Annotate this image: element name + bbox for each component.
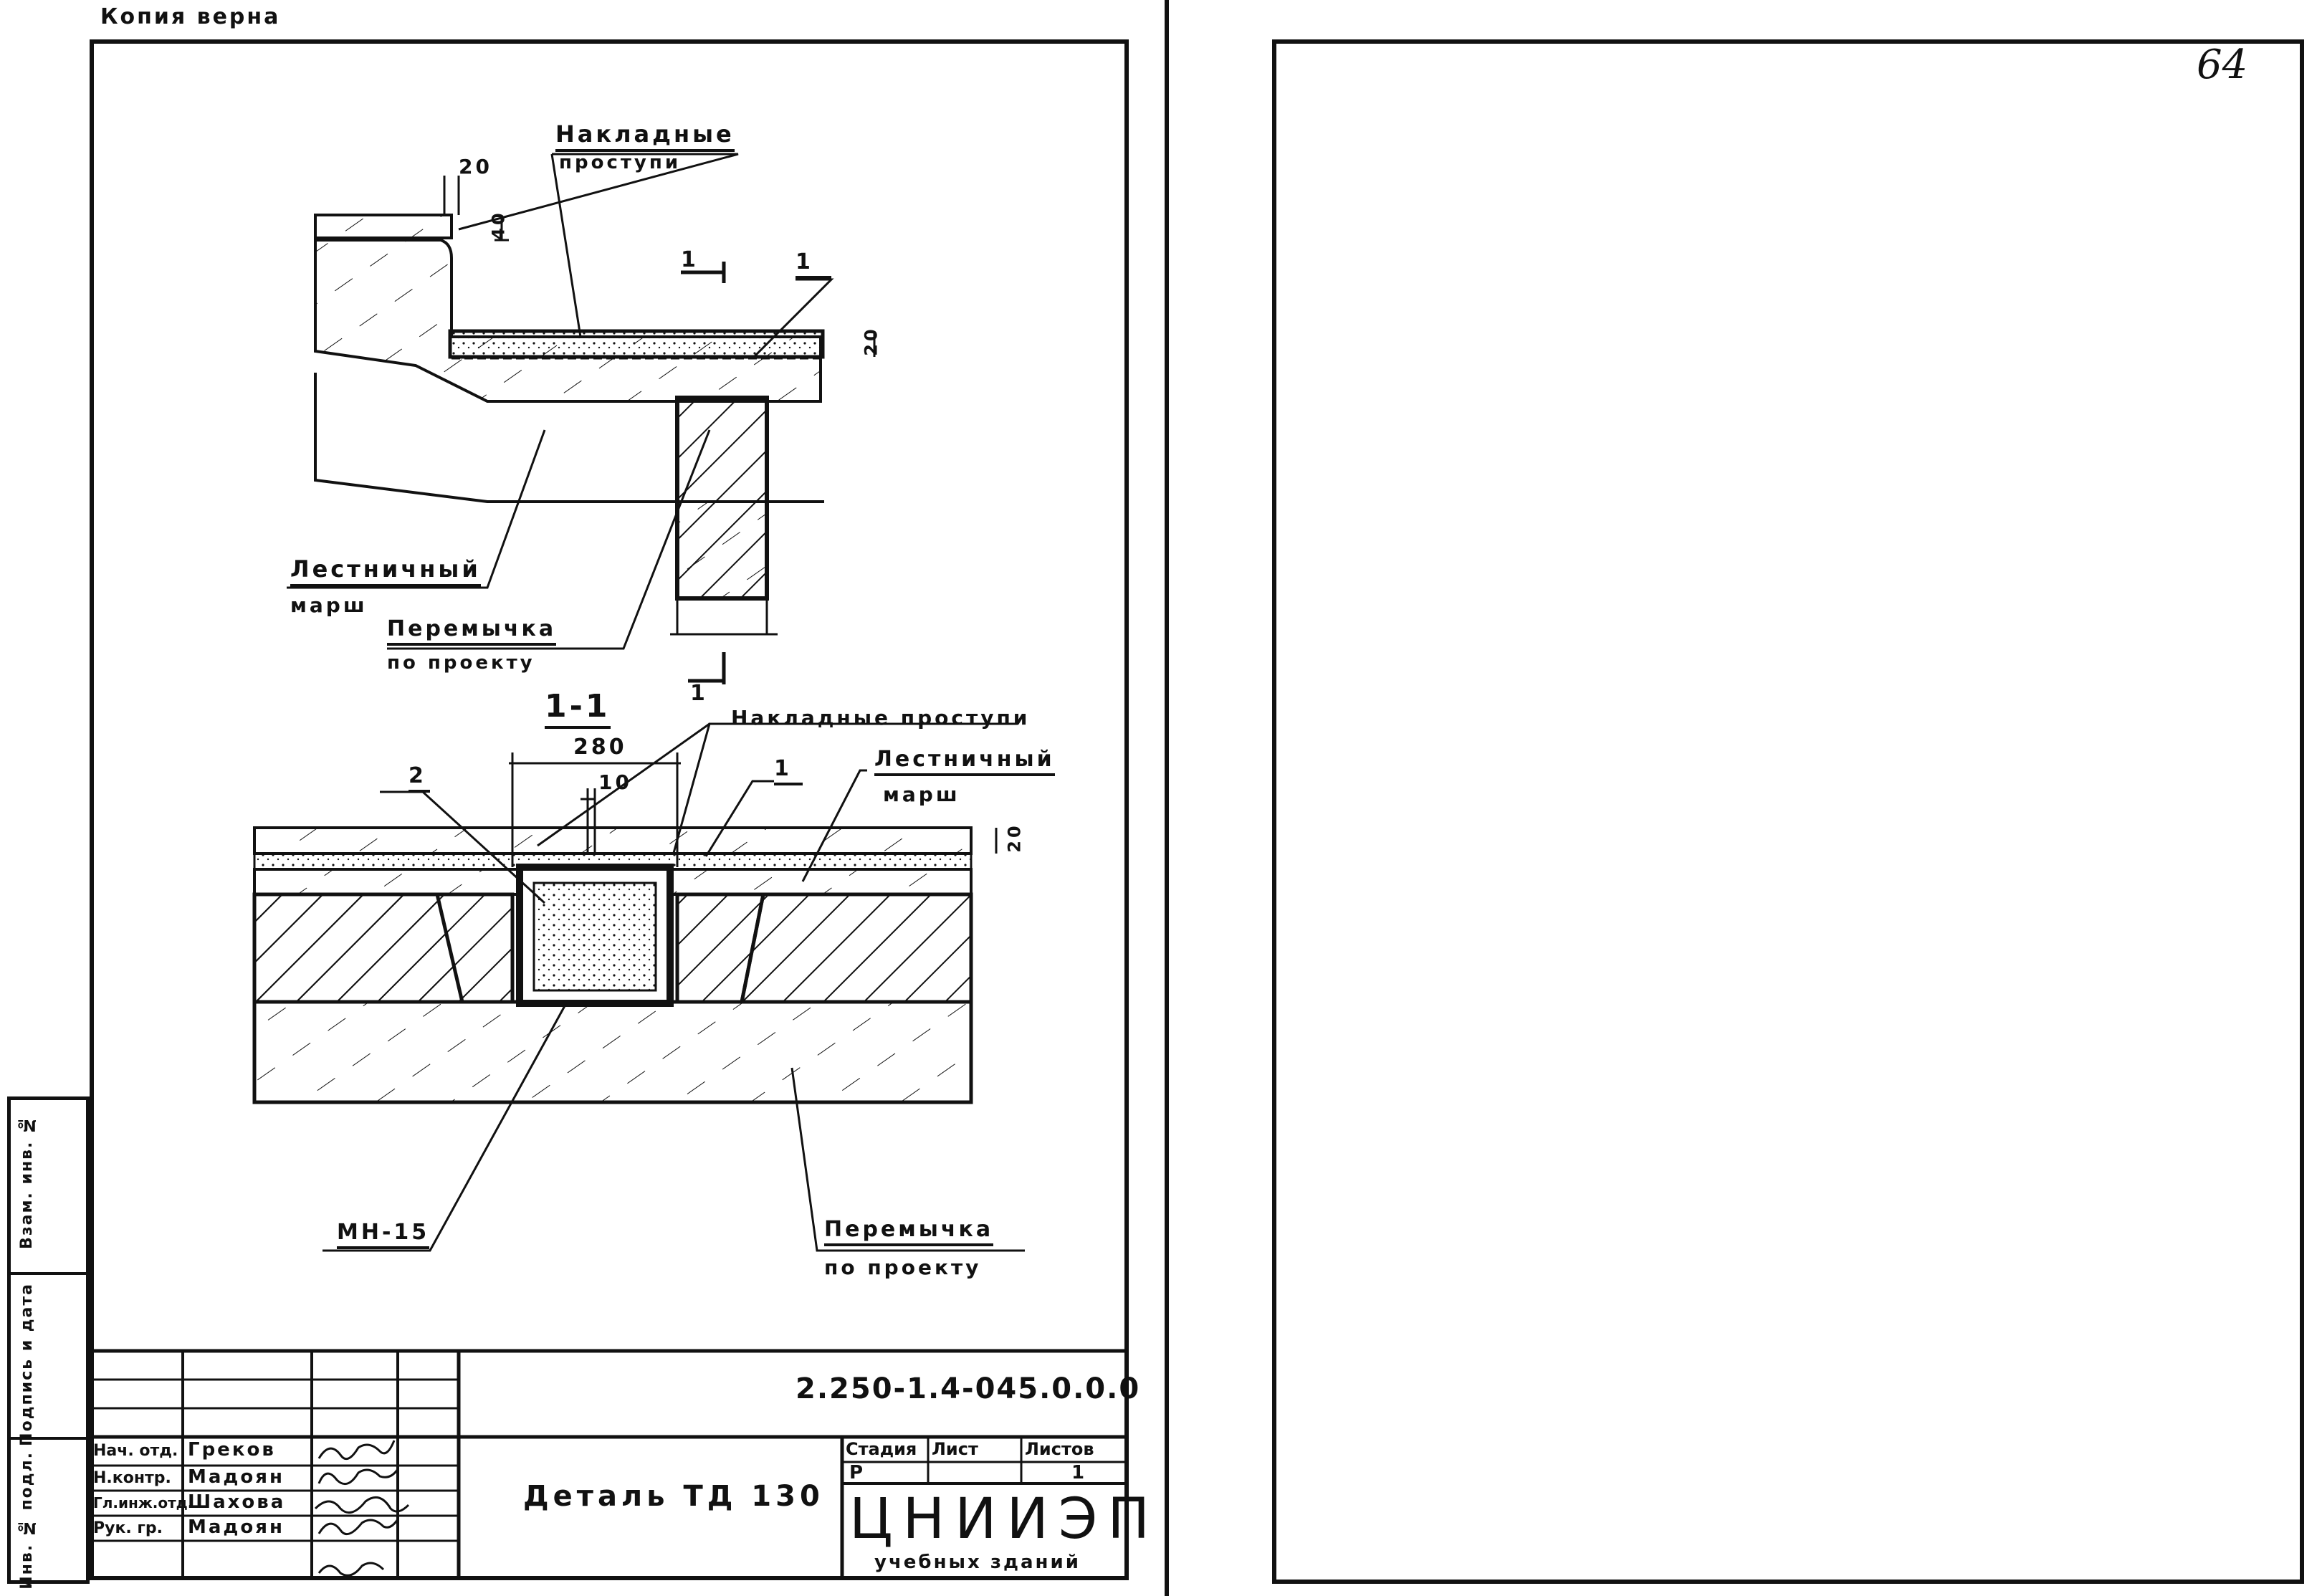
dim-20-top: 20 bbox=[459, 155, 492, 178]
drawing-sheet bbox=[90, 39, 1129, 1580]
blank-sheet bbox=[1272, 39, 2304, 1584]
stamp-divider bbox=[11, 1437, 86, 1440]
label-peremychka-section-sub: по проекту bbox=[824, 1256, 982, 1279]
sheets-header: Листов bbox=[1025, 1439, 1094, 1459]
role-norm-control: Н.контр. bbox=[93, 1469, 171, 1487]
name-chief-engineer: Шахова bbox=[188, 1491, 286, 1513]
dim-280: 280 bbox=[573, 735, 627, 760]
stamp-divider bbox=[11, 1272, 86, 1275]
label-nakladnye-title: Накладные bbox=[555, 120, 735, 152]
drawing-title: Деталь ТД 130 bbox=[523, 1480, 824, 1513]
stage-header: Стадия bbox=[846, 1439, 917, 1459]
dim-20-right: 20 bbox=[861, 326, 882, 356]
sheet-header: Лист bbox=[932, 1439, 978, 1459]
organization-name: ЦНИИЭП bbox=[849, 1487, 1160, 1552]
section-mark-1-bottom: 1 bbox=[690, 681, 708, 706]
name-norm-control: Мадоян bbox=[188, 1466, 285, 1488]
label-nakladnye-section: Накладные проступи bbox=[731, 706, 1031, 730]
stage-value: Р bbox=[849, 1462, 864, 1483]
dim-20-section: 20 bbox=[1004, 823, 1025, 853]
label-peremychka-sub: по проекту bbox=[387, 652, 535, 674]
label-lestnichnyi-title: Лестничный bbox=[290, 555, 481, 587]
title-block-grid bbox=[90, 1349, 1129, 1580]
signatures bbox=[314, 1440, 410, 1577]
label-nakladnye-sub: проступи bbox=[559, 152, 682, 173]
plan-detail bbox=[287, 153, 876, 684]
section-detail bbox=[252, 722, 1025, 1252]
side-stamp: Взам. инв. № Подпись и дата Инв. № подл. bbox=[7, 1096, 90, 1590]
callout-1-section: 1 bbox=[774, 756, 803, 785]
section-title: 1-1 bbox=[545, 688, 611, 729]
copy-verified-note: Копия верна bbox=[100, 4, 281, 29]
label-peremychka-section-title: Перемычка bbox=[824, 1217, 994, 1246]
role-head-of-dept: Нач. отд. bbox=[93, 1442, 178, 1460]
label-lestnichnyi-section-sub: марш bbox=[883, 783, 960, 806]
sheets-value: 1 bbox=[1071, 1462, 1085, 1483]
name-group-lead: Мадоян bbox=[188, 1516, 285, 1538]
name-head-of-dept: Греков bbox=[188, 1439, 276, 1461]
page-number: 64 bbox=[2197, 42, 2248, 88]
label-lestnichnyi-section-title: Лестничный bbox=[874, 747, 1055, 776]
dim-10: 10 bbox=[598, 770, 632, 794]
sheet-divider bbox=[1165, 0, 1169, 1596]
section-mark-1-top: 1 bbox=[681, 247, 699, 272]
role-chief-engineer: Гл.инж.отд. bbox=[93, 1494, 194, 1511]
label-mortar: МН-15 bbox=[337, 1220, 430, 1249]
dim-40: 40 bbox=[488, 210, 509, 240]
callout-2: 2 bbox=[409, 763, 430, 793]
label-peremychka-title: Перемычка bbox=[387, 616, 557, 646]
callout-1-top: 1 bbox=[796, 249, 831, 279]
role-group-lead: Рук. гр. bbox=[93, 1519, 163, 1537]
document-code: 2.250-1.4-045.0.0.0 bbox=[796, 1372, 1141, 1405]
label-lestnichnyi-sub: марш bbox=[290, 593, 368, 617]
organization-subtitle: учебных зданий bbox=[874, 1552, 1081, 1573]
